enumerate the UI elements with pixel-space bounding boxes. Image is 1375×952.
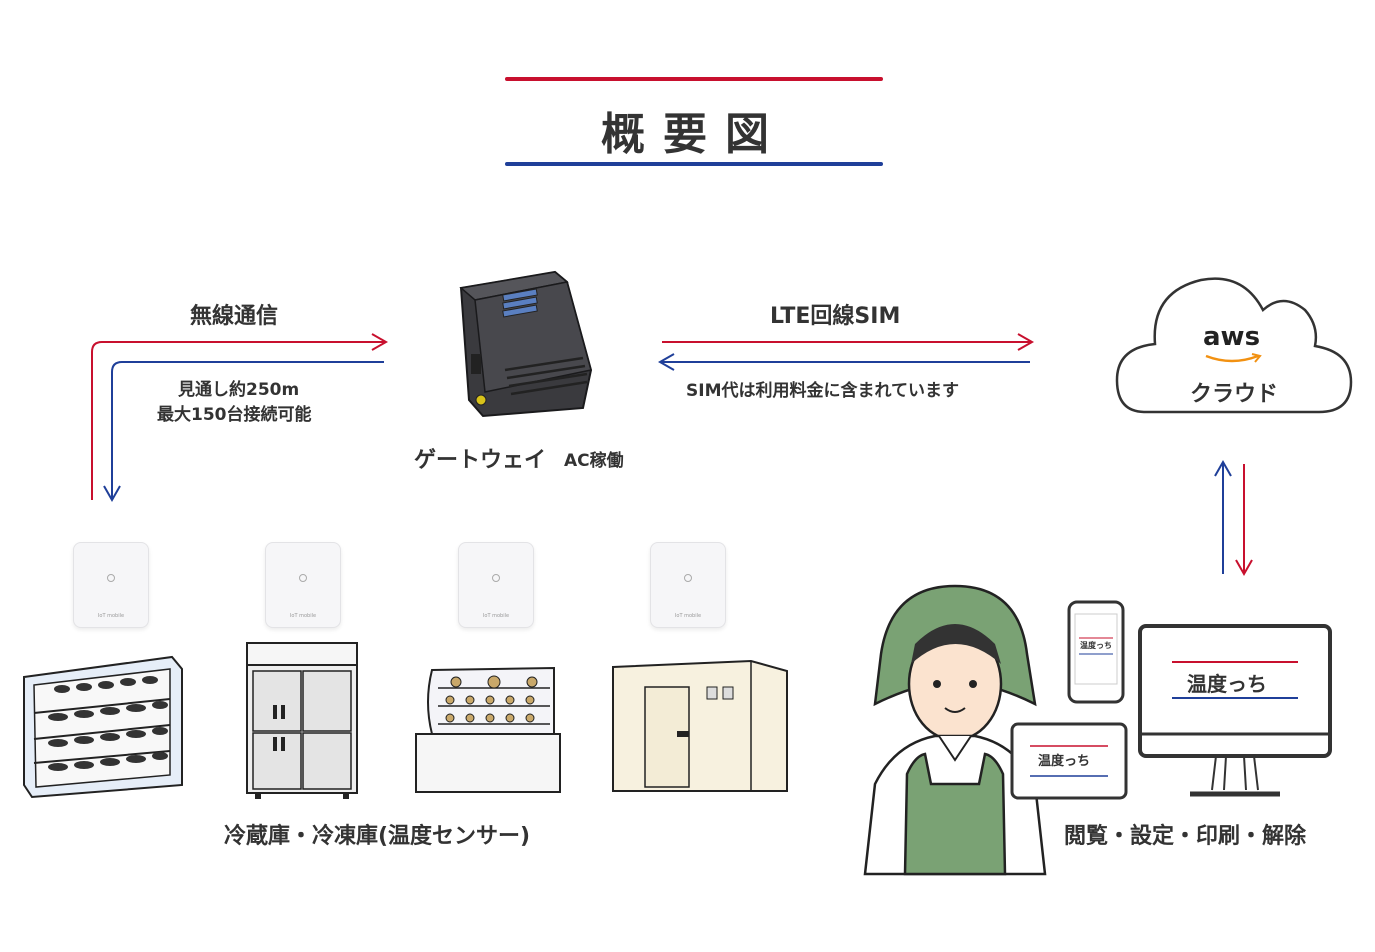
fridges-label: 冷蔵庫・冷凍庫(温度センサー) <box>224 824 531 849</box>
desktop-monitor-image <box>1138 624 1332 797</box>
power-icon <box>684 574 692 582</box>
power-icon <box>299 574 307 582</box>
title-line-red <box>505 77 883 81</box>
tablet-app-name: 温度っち <box>1038 754 1091 769</box>
power-icon <box>107 574 115 582</box>
range-label-line2: 最大150台接続可能 <box>157 405 312 425</box>
range-label-line1: 見通し約250m <box>178 380 300 400</box>
gateway-device-image <box>459 270 593 418</box>
open-showcase-fridge-image <box>23 655 183 799</box>
tablet-image <box>1010 722 1128 800</box>
sensor-brand: IoT mobile <box>674 613 702 619</box>
upright-fridge-image <box>246 642 358 799</box>
staff-illustration <box>863 584 1047 876</box>
smartphone-image <box>1067 600 1125 704</box>
temperature-sensor: IoT mobile <box>458 542 534 628</box>
sensor-brand: IoT mobile <box>482 613 510 619</box>
temperature-sensor: IoT mobile <box>265 542 341 628</box>
title-line-blue <box>505 162 883 166</box>
power-icon <box>492 574 500 582</box>
lte-label: LTE回線SIM <box>770 304 901 329</box>
gateway-name: ゲートウェイ <box>414 448 547 473</box>
temperature-sensor: IoT mobile <box>73 542 149 628</box>
page-title: 概要図 <box>601 109 787 160</box>
gateway-power: AC稼働 <box>564 451 624 471</box>
sensor-brand: IoT mobile <box>97 613 125 619</box>
wireless-label: 無線通信 <box>190 304 279 329</box>
aws-smile-icon <box>1205 353 1262 363</box>
cake-showcase-image <box>415 666 561 793</box>
monitor-app-name: 温度っち <box>1187 672 1267 696</box>
sensor-brand: IoT mobile <box>289 613 317 619</box>
cloud-icon <box>1115 277 1353 414</box>
temperature-sensor: IoT mobile <box>650 542 726 628</box>
walk-in-fridge-image <box>612 659 788 792</box>
cloud-label: クラウド <box>1190 382 1279 407</box>
sim-note: SIM代は利用料金に含まれています <box>686 381 959 401</box>
actions-label: 閲覧・設定・印刷・解除 <box>1064 824 1307 849</box>
phone-app-name: 温度っち <box>1080 641 1112 650</box>
aws-logo: aws <box>1203 322 1261 352</box>
